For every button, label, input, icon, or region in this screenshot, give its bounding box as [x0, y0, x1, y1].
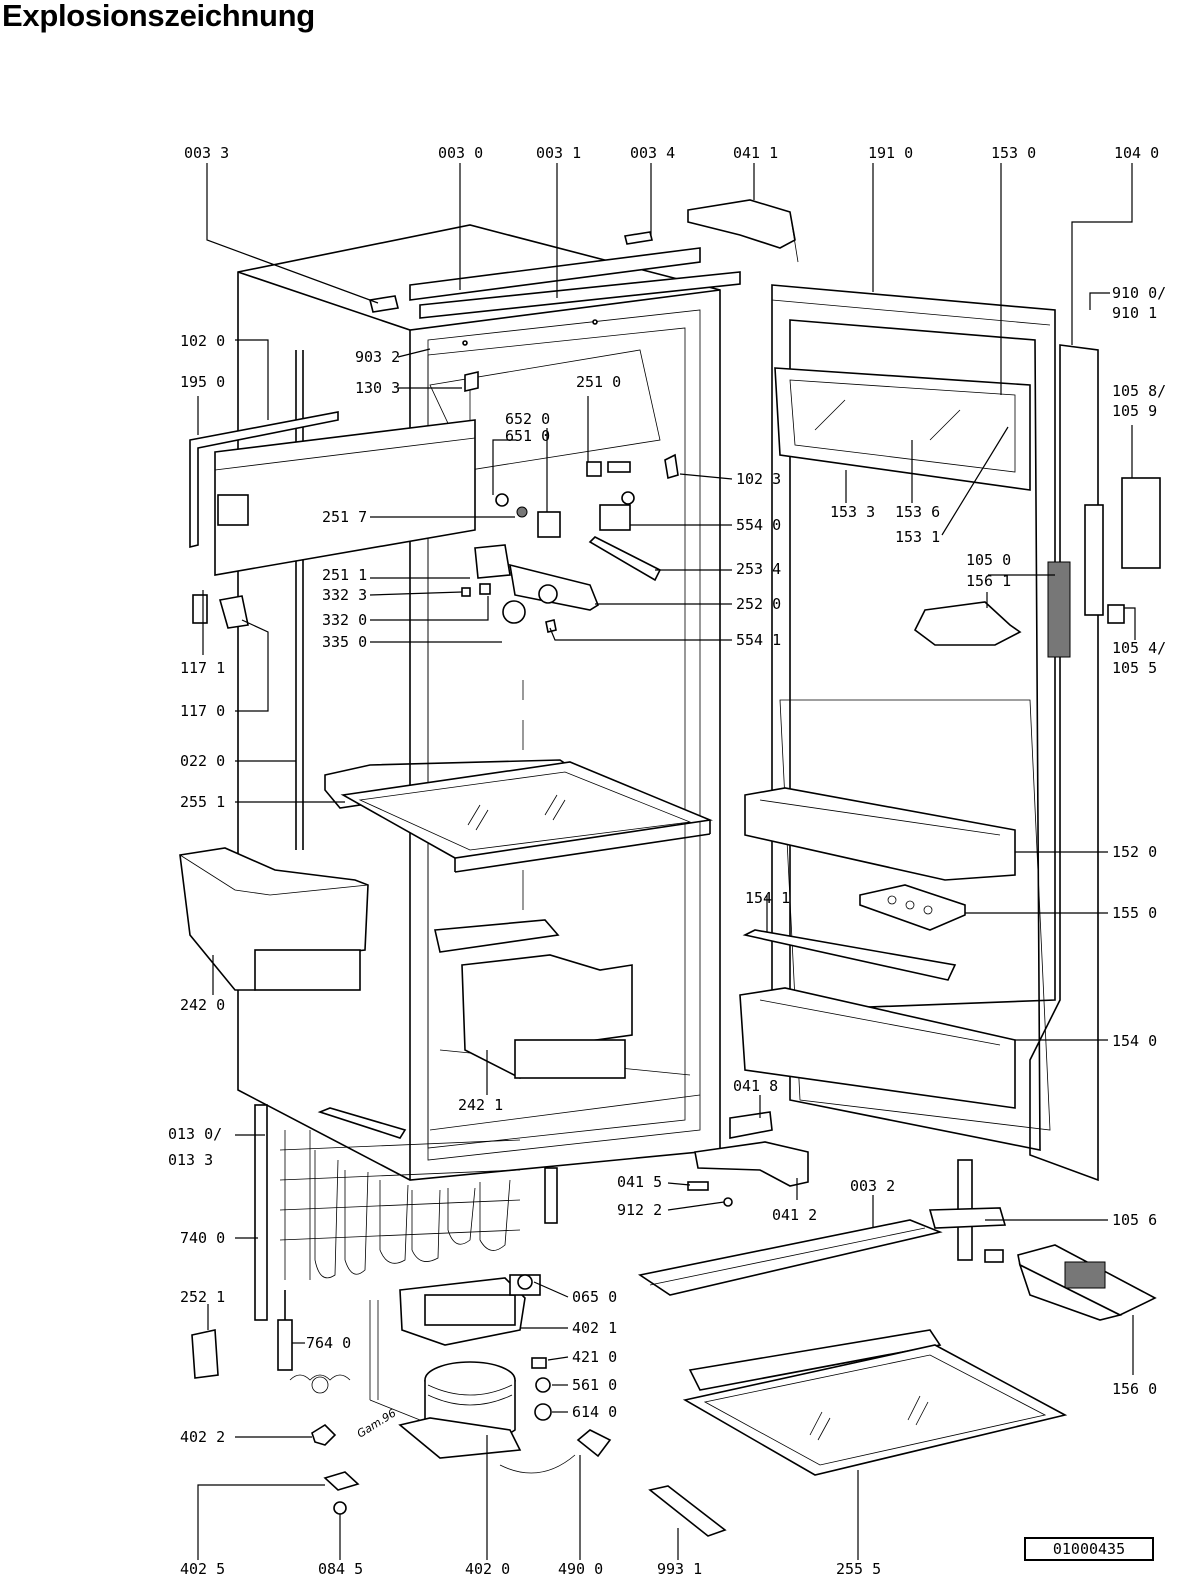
- part-label: 912 2: [617, 1201, 662, 1219]
- left-small-parts: [192, 594, 249, 629]
- part-label: 651 0: [505, 427, 550, 445]
- part-label: 153 6: [895, 503, 940, 521]
- part-label: 105 8/: [1112, 382, 1166, 400]
- refrigerator-door: [739, 284, 1161, 1182]
- part-label: 153 1: [895, 528, 940, 546]
- part-label: 155 0: [1112, 904, 1157, 922]
- small-bottom-parts: [191, 1274, 727, 1537]
- glass-shelf-upper: [324, 759, 713, 873]
- part-label: 013 0/: [168, 1125, 222, 1143]
- part-label: 041 5: [617, 1173, 662, 1191]
- part-label: 195 0: [180, 373, 225, 391]
- part-label: 554 1: [736, 631, 781, 649]
- vertical-hinge-pin: [928, 1159, 1007, 1263]
- part-label: 003 4: [630, 144, 675, 162]
- part-label: 041 2: [772, 1206, 817, 1224]
- part-label: 402 5: [180, 1560, 225, 1578]
- freezer-door-panel: [189, 411, 476, 576]
- glass-shelf-lower: [682, 1329, 1068, 1476]
- part-label: 041 8: [733, 1077, 778, 1095]
- part-label: 252 0: [736, 595, 781, 613]
- part-label: 153 0: [991, 144, 1036, 162]
- part-label: 003 0: [438, 144, 483, 162]
- part-label: 421 0: [572, 1348, 617, 1366]
- callout-labels: 003 3 003 0 003 1 003 4 041 1 191 0 153 …: [168, 144, 1166, 1578]
- part-label: 255 1: [180, 793, 225, 811]
- part-label: 993 1: [657, 1560, 702, 1578]
- part-label: 102 0: [180, 332, 225, 350]
- leader-lines: [197, 163, 1136, 1560]
- part-label: 084 5: [318, 1560, 363, 1578]
- part-label: 041 1: [733, 144, 778, 162]
- part-label: 104 0: [1114, 144, 1159, 162]
- part-label: 251 7: [322, 508, 367, 526]
- part-label: 490 0: [558, 1560, 603, 1578]
- part-label: 003 1: [536, 144, 581, 162]
- part-label: 105 4/: [1112, 639, 1166, 657]
- hinges: [687, 199, 809, 1207]
- part-label: 332 3: [322, 586, 367, 604]
- part-label: 117 0: [180, 702, 225, 720]
- part-label: 253 4: [736, 560, 781, 578]
- part-label: 117 1: [180, 659, 225, 677]
- part-label: 242 0: [180, 996, 225, 1014]
- control-components: [461, 370, 679, 633]
- part-label: 105 6: [1112, 1211, 1157, 1229]
- part-label: 335 0: [322, 633, 367, 651]
- part-label: 154 1: [745, 889, 790, 907]
- part-label: 402 1: [572, 1319, 617, 1337]
- crisper-drawer-right: [434, 919, 633, 1079]
- filter-dryer: [277, 1290, 351, 1394]
- part-label: 022 0: [180, 752, 225, 770]
- part-label: 105 0: [966, 551, 1011, 569]
- part-label: 152 0: [1112, 843, 1157, 861]
- part-label: 105 9: [1112, 402, 1157, 420]
- part-label: 764 0: [306, 1334, 351, 1352]
- part-label: 402 0: [465, 1560, 510, 1578]
- part-label: 255 5: [836, 1560, 881, 1578]
- part-label: 105 5: [1112, 659, 1157, 677]
- part-label: 013 3: [168, 1151, 213, 1169]
- part-label: 102 3: [736, 470, 781, 488]
- part-label: 402 2: [180, 1428, 225, 1446]
- condenser-coil: [254, 1104, 558, 1321]
- bottom-cover-strip: [637, 1219, 943, 1296]
- part-label: 154 0: [1112, 1032, 1157, 1050]
- document-number: 01000435: [1024, 1537, 1154, 1561]
- part-label: 130 3: [355, 379, 400, 397]
- part-label: 156 0: [1112, 1380, 1157, 1398]
- part-label: 614 0: [572, 1403, 617, 1421]
- part-label: 252 1: [180, 1288, 225, 1306]
- part-label: 251 0: [576, 373, 621, 391]
- part-label: 242 1: [458, 1096, 503, 1114]
- part-label: 003 3: [184, 144, 229, 162]
- part-label: 191 0: [868, 144, 913, 162]
- part-label: 910 1: [1112, 304, 1157, 322]
- part-label: 251 1: [322, 566, 367, 584]
- part-label: 561 0: [572, 1376, 617, 1394]
- handwritten-note: Gam.96: [355, 1406, 399, 1440]
- part-label: 903 2: [355, 348, 400, 366]
- part-label: 065 0: [572, 1288, 617, 1306]
- part-label: 332 0: [322, 611, 367, 629]
- part-label: 156 1: [966, 572, 1011, 590]
- part-label: 554 0: [736, 516, 781, 534]
- part-label: 652 0: [505, 410, 550, 428]
- part-label: 153 3: [830, 503, 875, 521]
- page-title: Explosionszeichnung: [2, 0, 315, 33]
- part-label: 910 0/: [1112, 284, 1166, 302]
- part-label: 740 0: [180, 1229, 225, 1247]
- part-label: 003 2: [850, 1177, 895, 1195]
- ice-cube-tray: [1017, 1244, 1157, 1321]
- crisper-drawer-left: [179, 847, 369, 991]
